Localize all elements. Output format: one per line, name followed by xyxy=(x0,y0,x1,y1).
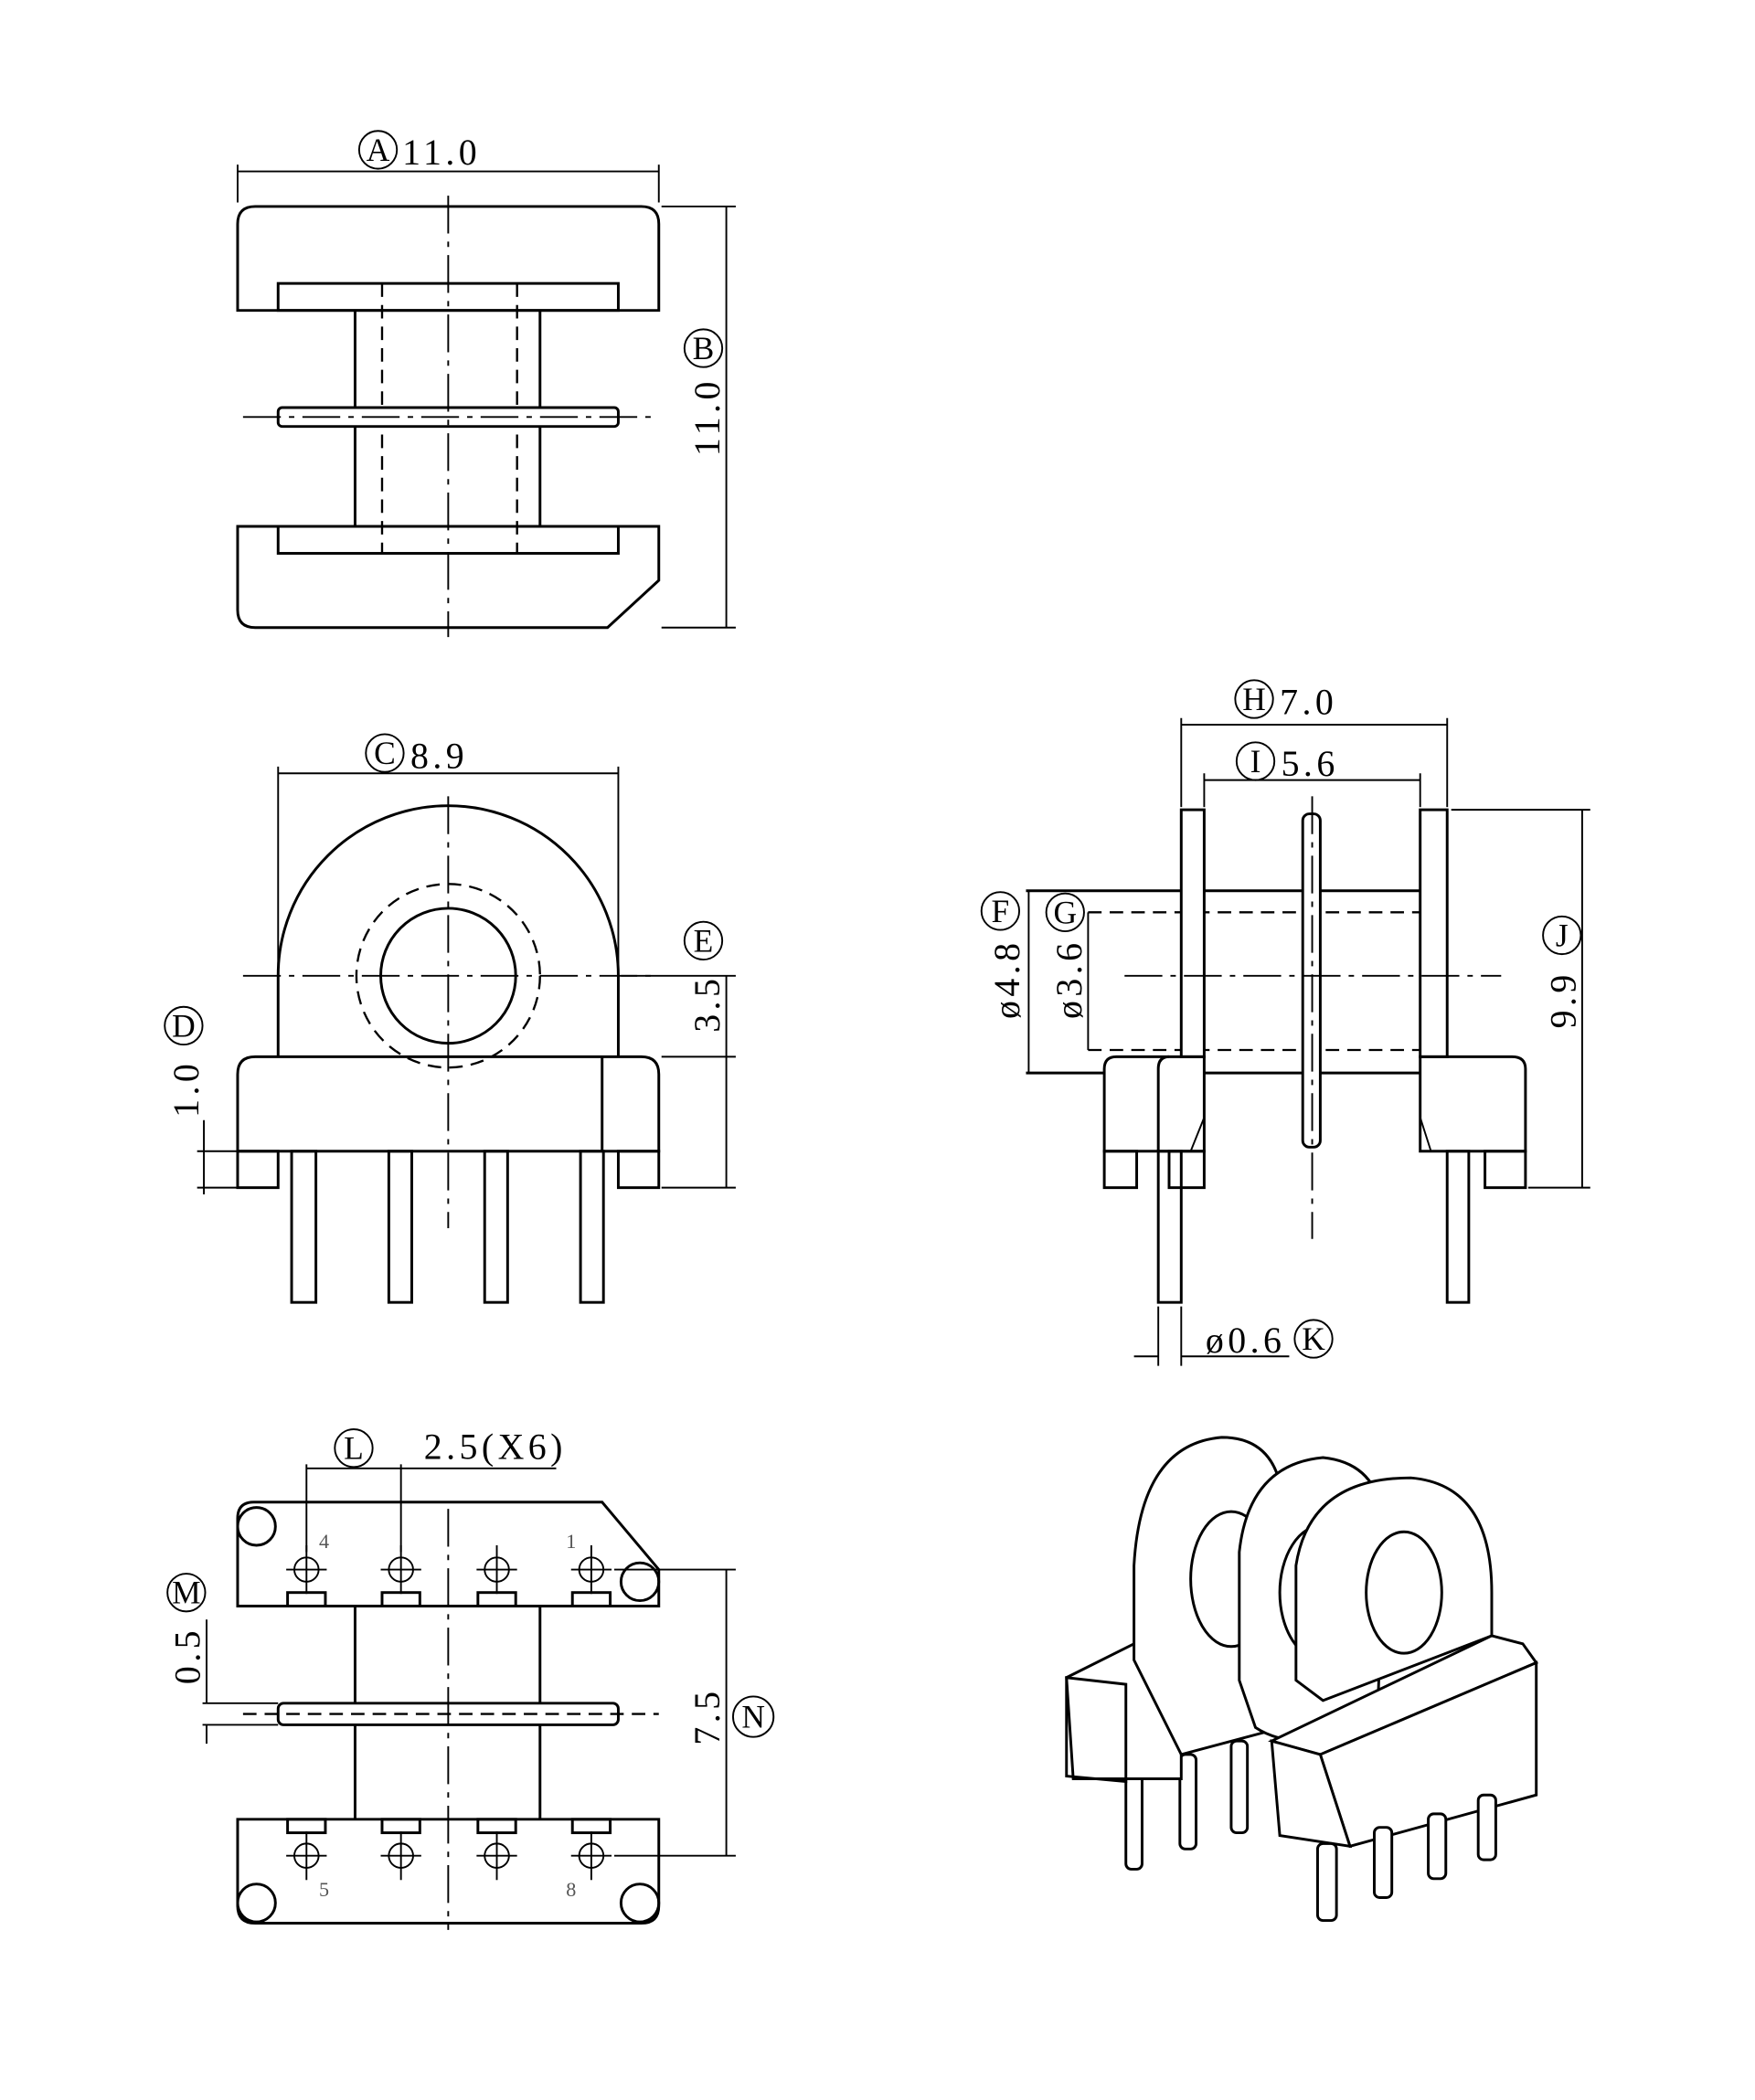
front-view: C 8.9 D 1.0 E 3.5 xyxy=(164,733,736,1304)
dim-M-callout: M xyxy=(166,1573,207,1613)
dim-J-value: 9.9 xyxy=(1543,970,1584,1028)
dim-B-value: 11.0 xyxy=(686,377,728,456)
dim-F-value: ø4.8 xyxy=(986,939,1027,1019)
isometric-view xyxy=(1065,1436,1538,1923)
dim-L-callout: L xyxy=(334,1428,374,1469)
svg-text:K: K xyxy=(1302,1320,1325,1357)
dim-A-value: 11.0 xyxy=(402,132,481,173)
svg-text:C: C xyxy=(374,735,396,771)
dim-H-callout: H xyxy=(1234,679,1274,719)
svg-text:A: A xyxy=(367,132,390,168)
dim-N-value: 7.5 xyxy=(686,1687,728,1745)
svg-text:B: B xyxy=(693,330,715,366)
bottom-view: 4 1 5 8 L 2.5(X6) M 0.5 7.5 N xyxy=(166,1426,775,1930)
dim-L-value: 2.5(X6) xyxy=(424,1426,567,1467)
pin-number-5: 5 xyxy=(319,1878,329,1901)
svg-text:I: I xyxy=(1250,743,1261,780)
dim-C-callout: C xyxy=(365,733,405,773)
dim-K-value: ø0.6 xyxy=(1206,1320,1285,1361)
dim-E-value: 3.5 xyxy=(686,975,728,1033)
dim-K-callout: K xyxy=(1293,1319,1334,1359)
pin-number-8: 8 xyxy=(566,1878,576,1901)
dim-G-value: ø3.6 xyxy=(1048,939,1090,1019)
svg-text:F: F xyxy=(992,893,1010,929)
svg-text:N: N xyxy=(741,1699,765,1735)
svg-text:D: D xyxy=(172,1007,196,1044)
dim-J-callout: J xyxy=(1542,915,1582,956)
dim-E-callout: E xyxy=(683,920,724,961)
dim-D-callout: D xyxy=(164,1005,204,1046)
side-view: H 7.0 I 5.6 J 9.9 F ø4.8 G xyxy=(980,679,1590,1366)
dim-I-callout: I xyxy=(1235,741,1276,781)
dim-A-callout: A xyxy=(357,130,399,170)
dim-C-value: 8.9 xyxy=(410,735,468,776)
pin-holes xyxy=(286,1545,612,1881)
pin-number-4: 4 xyxy=(319,1530,329,1553)
dim-G-callout: G xyxy=(1045,892,1085,932)
dim-I-value: 5.6 xyxy=(1282,743,1339,784)
dim-F-callout: F xyxy=(980,891,1021,931)
top-view: A 11.0 B 11.0 xyxy=(236,130,736,638)
dim-D-value: 1.0 xyxy=(165,1060,207,1118)
dim-N-callout: N xyxy=(732,1695,775,1738)
svg-text:L: L xyxy=(344,1430,364,1467)
svg-text:M: M xyxy=(172,1575,201,1611)
svg-text:J: J xyxy=(1556,917,1569,953)
svg-text:E: E xyxy=(694,922,714,959)
dim-H-value: 7.0 xyxy=(1280,681,1337,722)
dim-M-value: 0.5 xyxy=(167,1627,208,1684)
pin-number-1: 1 xyxy=(566,1530,576,1553)
svg-text:H: H xyxy=(1242,681,1266,717)
dim-B-callout: B xyxy=(683,328,724,368)
svg-text:G: G xyxy=(1053,894,1077,930)
